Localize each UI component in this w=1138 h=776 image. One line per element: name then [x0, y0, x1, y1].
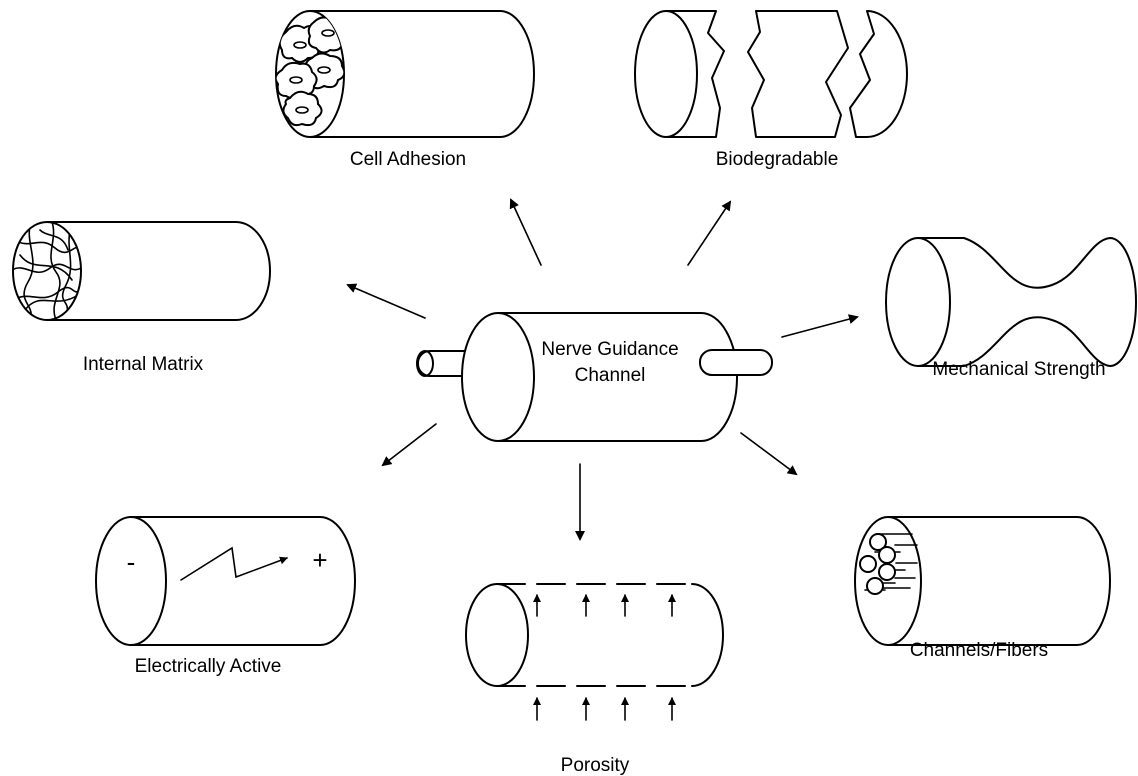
- cell-adhesion-conduit: Cell Adhesion: [275, 10, 535, 170]
- cell-4-nucleus: [289, 76, 303, 84]
- arrows: [346, 198, 859, 541]
- channels-fibers-tube: [887, 516, 1111, 646]
- internal-matrix-end: [12, 221, 82, 321]
- biodegradable-label: Biodegradable: [716, 149, 839, 170]
- internal-matrix-tube: [46, 221, 271, 321]
- channel-3: [859, 555, 877, 573]
- arrow-to-cell-adhesion: [509, 198, 542, 266]
- left-stump-end: [416, 350, 434, 377]
- internal-channels: [859, 533, 918, 595]
- negative-sign: -: [127, 547, 136, 577]
- electrically-active-end: [95, 516, 167, 646]
- electrically-active-label: Electrically Active: [135, 656, 282, 677]
- mechanical-strength-conduit: Mechanical Strength: [885, 237, 1137, 380]
- arrow-to-channels-fibers: [740, 432, 798, 476]
- electrically-active-tube: [130, 516, 356, 646]
- biodegradable-fragment-2: [747, 10, 849, 138]
- arrow-to-biodegradable: [687, 200, 732, 266]
- matrix-fibers: [13, 222, 81, 320]
- channel-4: [878, 563, 896, 581]
- adhered-cells: [276, 16, 344, 127]
- right-nerve-stump: [699, 349, 773, 376]
- electrically-active-conduit: - + Electrically Active: [95, 516, 356, 677]
- cell-adhesion-label: Cell Adhesion: [350, 149, 466, 170]
- channels-fibers-conduit: Channels/Fibers: [854, 516, 1111, 661]
- porosity-far-end: [691, 583, 724, 687]
- center-label-line1: Nerve Guidance: [541, 339, 678, 360]
- arrow-to-internal-matrix: [346, 283, 426, 319]
- mechanical-strength-end: [885, 237, 951, 367]
- internal-matrix-label: Internal Matrix: [83, 354, 204, 375]
- cell-4: [276, 61, 318, 100]
- arrow-to-mechanical-strength: [781, 314, 859, 338]
- porosity-label: Porosity: [561, 755, 630, 776]
- pore-arrows-top: [533, 594, 676, 617]
- cell-5-nucleus: [295, 106, 309, 114]
- cell-5: [282, 90, 323, 127]
- biodegradable-fragment-3: [849, 10, 908, 138]
- channels-fibers-end: [854, 516, 922, 646]
- channel-front-end: [461, 312, 535, 442]
- center-channel: Nerve Guidance Channel: [416, 312, 773, 442]
- mechanical-strength-tube: [917, 237, 1137, 367]
- arrow-to-electrically-active: [381, 423, 437, 467]
- cell-2-nucleus: [321, 29, 335, 37]
- current-arrow: [180, 546, 288, 581]
- cell-3-nucleus: [317, 66, 331, 74]
- biodegradable-fragment-1: [665, 10, 725, 138]
- pore-arrows-bottom: [533, 697, 676, 721]
- internal-matrix-conduit: Internal Matrix: [12, 221, 271, 375]
- channel-5: [866, 577, 884, 595]
- channel-1: [869, 533, 887, 551]
- porosity-end: [465, 583, 529, 687]
- biodegradable-conduit: Biodegradable: [634, 10, 908, 170]
- cell-adhesion-tube: [309, 10, 535, 138]
- porosity-conduit: Porosity: [465, 583, 724, 776]
- channel-2: [878, 546, 896, 564]
- channels-fibers-label: Channels/Fibers: [910, 640, 1048, 661]
- channel-body: [498, 312, 738, 442]
- biodegradable-end: [634, 10, 698, 138]
- cell-1-nucleus: [293, 41, 307, 49]
- center-label-line2: Channel: [575, 365, 646, 386]
- positive-sign: +: [312, 545, 327, 575]
- mechanical-strength-label: Mechanical Strength: [932, 359, 1105, 380]
